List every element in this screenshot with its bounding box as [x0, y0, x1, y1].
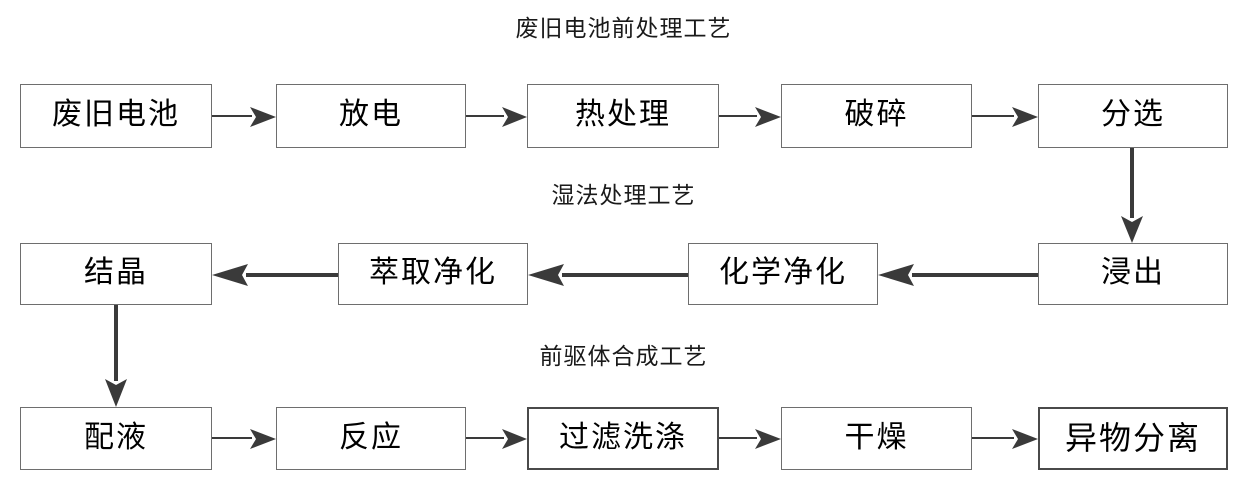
node-label: 破碎: [844, 98, 909, 131]
node-label: 反应: [339, 420, 403, 454]
node-drying[interactable]: 干燥: [781, 407, 972, 470]
node-label: 异物分离: [1064, 419, 1201, 456]
node-crystallization[interactable]: 结晶: [20, 243, 212, 305]
arrow-down-icon-crystallization-to-solution-preparation: [104, 305, 128, 407]
node-label: 配液: [84, 420, 148, 454]
arrow-right-icon-waste-battery-to-discharge: [212, 106, 276, 128]
node-leaching[interactable]: 浸出: [1038, 243, 1228, 305]
node-crushing[interactable]: 破碎: [781, 84, 972, 148]
node-label: 结晶: [84, 256, 148, 289]
node-label: 浸出: [1101, 256, 1165, 289]
node-foreign-matter-separation[interactable]: 异物分离: [1038, 407, 1228, 470]
arrow-left-icon-extraction-purification-to-crystallization: [212, 263, 338, 287]
node-label: 过滤洗涤: [559, 420, 687, 454]
node-chemical-purification[interactable]: 化学净化: [688, 243, 878, 305]
node-label: 废旧电池: [52, 98, 180, 131]
arrow-left-icon-leaching-to-chemical-purification: [878, 263, 1038, 287]
arrow-right-icon-crushing-to-sorting: [972, 106, 1038, 128]
arrow-right-icon-discharge-to-heat-treatment: [466, 106, 527, 128]
section-title-precursor-synthesis: 前驱体合成工艺: [539, 344, 708, 369]
node-label: 放电: [339, 98, 403, 131]
node-waste-battery[interactable]: 废旧电池: [20, 84, 212, 148]
node-label: 干燥: [844, 420, 909, 454]
node-discharge[interactable]: 放电: [276, 84, 466, 148]
arrow-right-icon-solution-preparation-to-reaction: [212, 428, 276, 450]
node-filtration-washing[interactable]: 过滤洗涤: [527, 407, 719, 470]
arrow-left-icon-chemical-purification-to-extraction-purification: [528, 263, 688, 287]
arrow-right-icon-heat-treatment-to-crushing: [719, 106, 781, 128]
section-title-pretreatment: 废旧电池前处理工艺: [515, 16, 732, 41]
node-label: 热处理: [575, 98, 671, 131]
arrow-right-icon-filtration-washing-to-drying: [719, 428, 781, 450]
node-label: 分选: [1101, 98, 1165, 131]
node-sorting[interactable]: 分选: [1038, 84, 1228, 148]
arrow-down-icon-sorting-to-leaching: [1120, 148, 1144, 243]
node-solution-preparation[interactable]: 配液: [20, 407, 212, 470]
node-heat-treatment[interactable]: 热处理: [527, 84, 719, 148]
node-extraction-purification[interactable]: 萃取净化: [338, 243, 528, 305]
section-title-hydrometallurgy: 湿法处理工艺: [551, 183, 696, 208]
node-reaction[interactable]: 反应: [276, 407, 466, 470]
node-label: 萃取净化: [369, 256, 497, 289]
arrow-right-icon-drying-to-foreign-matter-separation: [972, 428, 1038, 450]
arrow-right-icon-reaction-to-filtration-washing: [466, 428, 527, 450]
node-label: 化学净化: [719, 256, 847, 289]
